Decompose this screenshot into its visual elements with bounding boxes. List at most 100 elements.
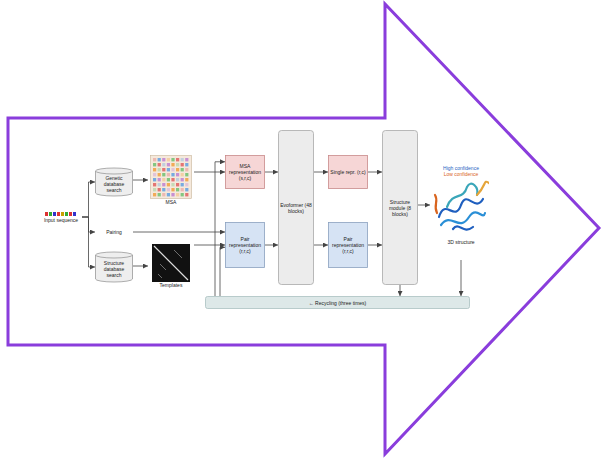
- msa-cell: [158, 173, 161, 176]
- msa-cell: [181, 188, 184, 191]
- arrow-outline: [8, 4, 599, 454]
- msa-cell: [181, 168, 184, 171]
- residue-mark: [61, 212, 64, 216]
- database-cylinder: Structure database search: [95, 252, 133, 282]
- msa-cell: [162, 173, 165, 176]
- template-ground: [152, 244, 190, 282]
- box-fill: [226, 156, 265, 189]
- process-box: Structure module (8 blocks): [382, 130, 418, 285]
- msa-cell: [162, 188, 165, 191]
- node-text: 3D structure: [447, 239, 474, 245]
- residue-mark: [73, 212, 76, 216]
- msa-cell: [158, 178, 161, 181]
- cylinder-body: [96, 252, 133, 282]
- msa-cell: [185, 173, 188, 176]
- residue-mark: [45, 212, 48, 216]
- flow-arrow: [220, 247, 225, 296]
- msa-cell: [171, 183, 174, 186]
- msa-cell: [167, 193, 170, 196]
- box-fill: [206, 297, 470, 309]
- figure-node: Input sequence: [40, 205, 82, 229]
- msa-cell: [185, 183, 188, 186]
- template-contacts: [158, 250, 182, 278]
- process-box: Single repr. (r,c): [328, 155, 368, 189]
- msa-cell: [185, 168, 188, 171]
- msa-cell: [153, 183, 156, 186]
- msa-cell: [176, 178, 179, 181]
- box-fill: [329, 223, 368, 268]
- residue-mark: [69, 212, 72, 216]
- residue-mark: [53, 212, 56, 216]
- flow-arrow: [194, 245, 225, 246]
- msa-cell: [181, 183, 184, 186]
- msa-cell: [181, 173, 184, 176]
- msa-cell: [171, 188, 174, 191]
- msa-cell: [167, 188, 170, 191]
- cylinder-body: [96, 168, 133, 196]
- node-text: Single repr. (r,c): [330, 169, 365, 175]
- cylinder-rim: [96, 255, 133, 258]
- protein-chain: [447, 184, 477, 207]
- node-text: Structure module (8 blocks): [384, 199, 416, 217]
- msa-cell: [185, 163, 188, 166]
- msa-cell: [171, 163, 174, 166]
- msa-cell: [171, 168, 174, 171]
- msa-cell: [176, 168, 179, 171]
- flow-arrow: [368, 172, 382, 173]
- flow-arrow: [400, 285, 401, 296]
- flow-arrow: [133, 180, 148, 181]
- residue-mark: [57, 212, 60, 216]
- msa-cell: [176, 163, 179, 166]
- msa-cell: [153, 163, 156, 166]
- msa-cell: [153, 193, 156, 196]
- flow-arrow: [314, 172, 328, 173]
- protein-chain: [439, 199, 483, 217]
- process-box: ← Recycling (three times): [205, 296, 470, 309]
- msa-cell: [185, 193, 188, 196]
- msa-cell: [171, 173, 174, 176]
- msa-cell: [181, 193, 184, 196]
- protein-chain: [441, 212, 485, 225]
- figure-node: High confidenceLow confidence3D structur…: [430, 150, 492, 260]
- msa-cell: [158, 193, 161, 196]
- msa-cell: [181, 163, 184, 166]
- cylinder-rim: [96, 171, 133, 174]
- process-box: Pair representation (r,r,c): [225, 222, 265, 268]
- msa-cell: [185, 188, 188, 191]
- msa-cell: [176, 173, 179, 176]
- step-label: Pairing: [95, 224, 133, 240]
- residue-mark: [65, 212, 68, 216]
- flow-arrow: [314, 245, 328, 246]
- msa-cell: [162, 183, 165, 186]
- flow-arrow: [82, 217, 95, 267]
- msa-cell: [153, 188, 156, 191]
- msa-cell: [158, 183, 161, 186]
- node-text: Pair representation (r,r,c): [227, 236, 263, 254]
- flow-arrow: [215, 162, 225, 296]
- flow-arrow: [82, 182, 95, 217]
- msa-cell: [162, 168, 165, 171]
- msa-cell: [171, 193, 174, 196]
- node-text: Low confidence: [444, 171, 479, 177]
- msa-cell: [176, 158, 179, 161]
- msa-cell: [176, 183, 179, 186]
- process-box: Pair representation (r,r,c): [328, 222, 368, 268]
- msa-cell: [167, 173, 170, 176]
- database-cylinder: Genetic database search: [95, 168, 133, 196]
- msa-cell: [167, 158, 170, 161]
- node-text: Evoformer (48 blocks): [280, 202, 312, 214]
- msa-cell: [185, 158, 188, 161]
- msa-cell: [167, 178, 170, 181]
- process-box: Evoformer (48 blocks): [278, 130, 314, 285]
- node-text: MSA: [166, 199, 177, 205]
- figure-node: MSA: [148, 150, 194, 210]
- msa-grid: [150, 155, 192, 199]
- node-text: Pair representation (r,r,c): [330, 236, 366, 254]
- msa-cell: [185, 178, 188, 181]
- flow-arrow: [418, 205, 430, 206]
- protein-chain: [453, 226, 473, 229]
- msa-cell: [181, 158, 184, 161]
- box-fill: [329, 156, 368, 189]
- msa-cell: [153, 178, 156, 181]
- msa-cell: [158, 188, 161, 191]
